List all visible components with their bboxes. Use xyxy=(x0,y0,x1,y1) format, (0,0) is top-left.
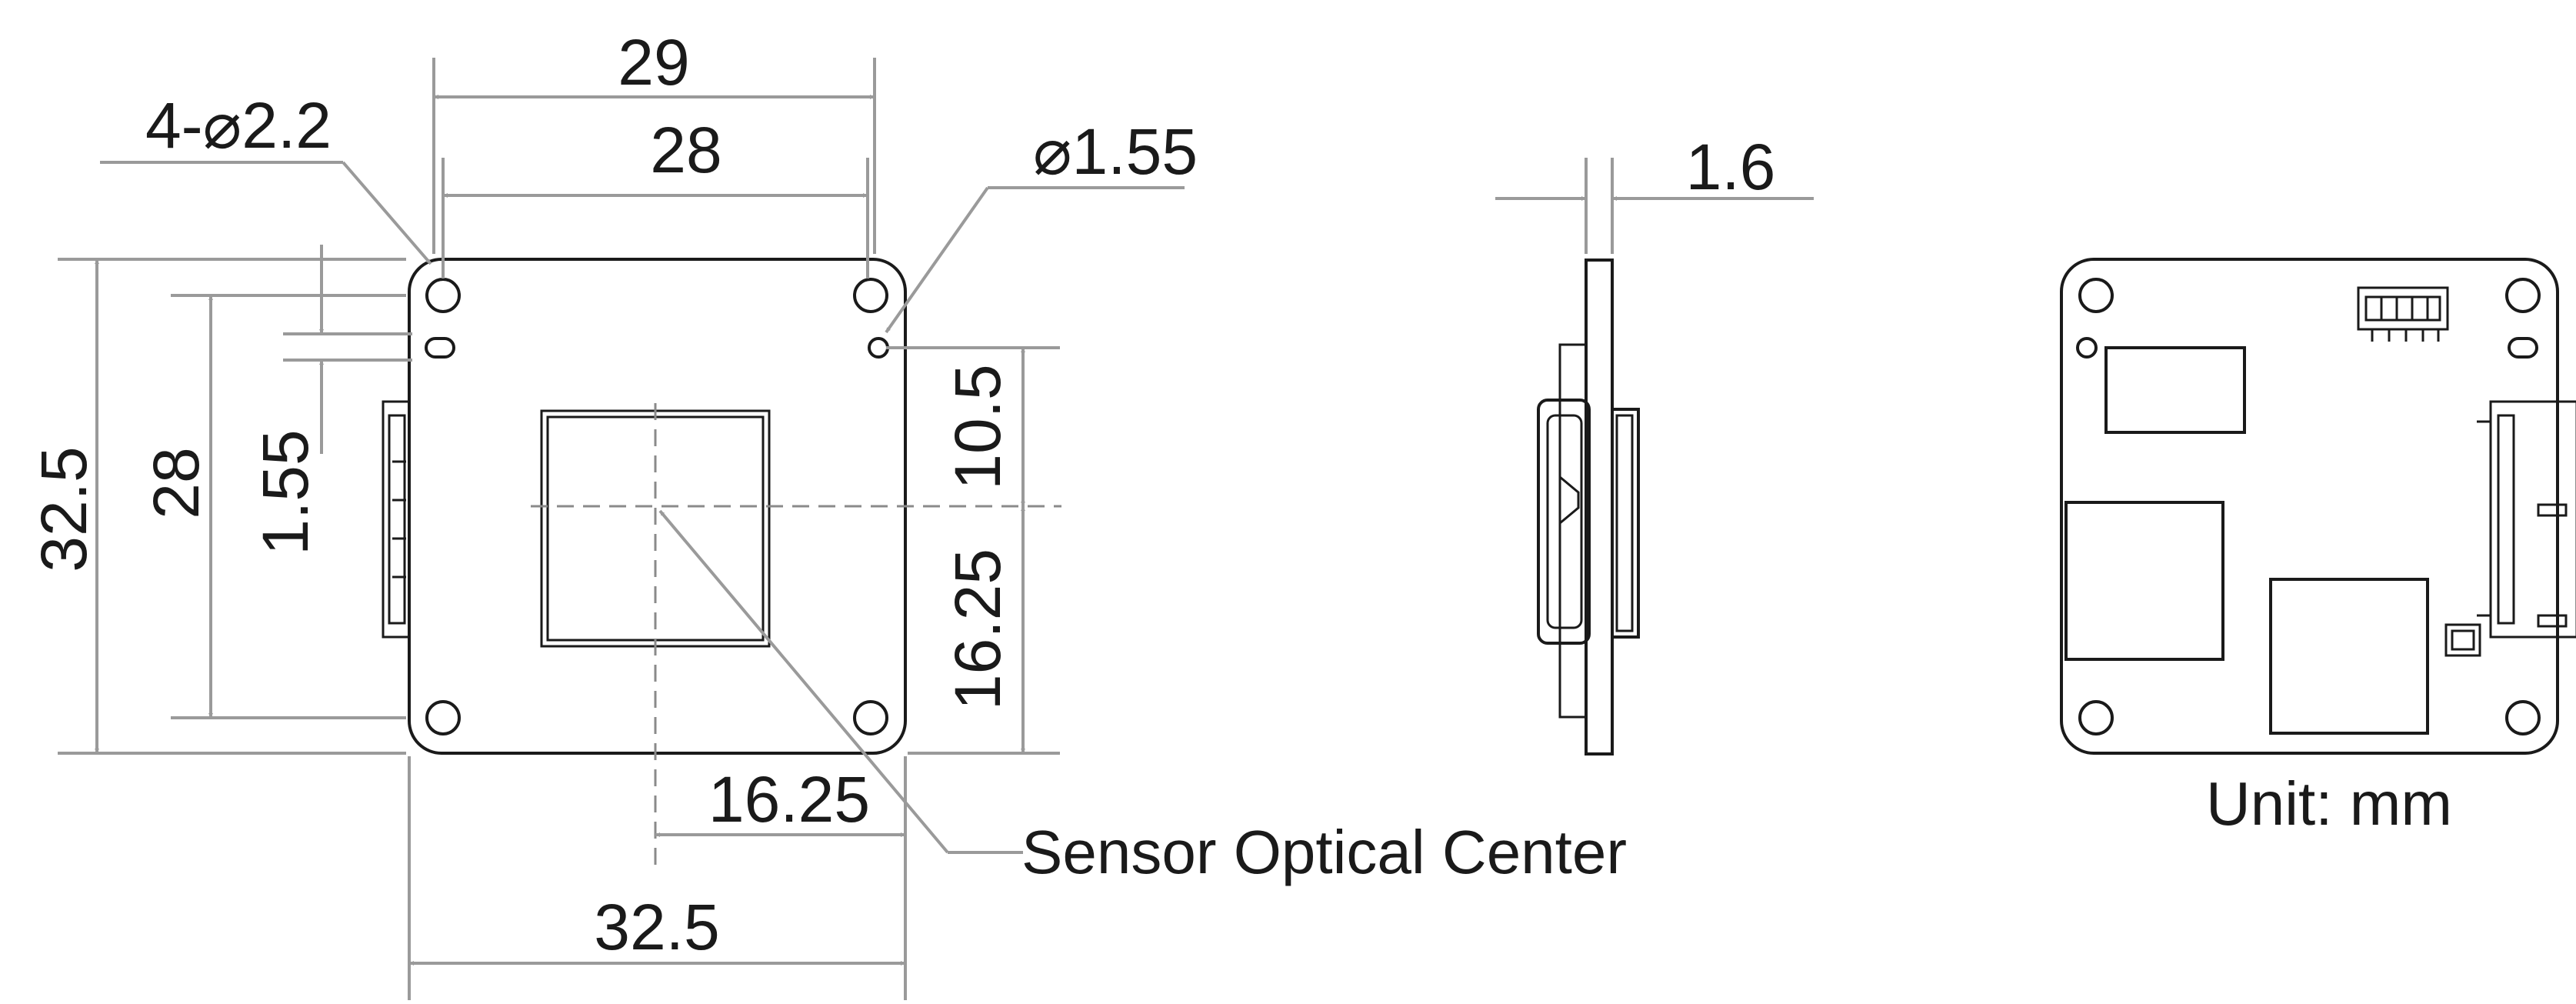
dim-text-29: 29 xyxy=(618,26,689,98)
mount-hole-top-left xyxy=(425,278,461,313)
leader-sensor-optical-center: Sensor Optical Center xyxy=(658,509,1627,886)
side-connector-inner xyxy=(1546,414,1583,629)
dim-text-32-5-vertical: 32.5 xyxy=(28,446,100,572)
mount-hole-bottom-left xyxy=(425,700,461,735)
dim-height-outer: 32.5 xyxy=(28,258,406,755)
dim-text-16-25-horizontal: 16.25 xyxy=(708,763,870,836)
dim-thickness: 1.6 xyxy=(1495,131,1814,254)
dim-top-inner: 28 xyxy=(442,114,869,279)
back-tiny-component-inner xyxy=(2451,629,2475,651)
mount-hole-bottom-right xyxy=(853,700,888,735)
side-component-back xyxy=(1558,343,1588,719)
back-hole-bottom-left xyxy=(2078,700,2114,735)
mount-hole-top-right xyxy=(853,278,888,313)
dim-text-1-6: 1.6 xyxy=(1686,131,1776,203)
back-board-outline xyxy=(2060,258,2559,755)
label-unit: Unit: mm xyxy=(2206,769,2452,838)
side-connector-body xyxy=(1537,399,1591,645)
leader-small-hole: ⌀1.55 xyxy=(885,115,1198,334)
dim-width-outer: 32.5 xyxy=(408,756,905,1000)
back-view: Unit: mm xyxy=(2060,258,2576,838)
dim-optical-lower: 16.25 xyxy=(908,506,1060,755)
back-small-connector xyxy=(2357,286,2449,342)
dim-text-16-25-vertical: 16.25 xyxy=(941,549,1014,710)
back-small-hole xyxy=(2076,337,2098,359)
sensor-inner xyxy=(546,415,765,642)
dim-optical-upper: 10.5 xyxy=(886,346,1060,506)
small-hole-right xyxy=(868,337,889,359)
back-hole-bottom-right xyxy=(2505,700,2541,735)
dim-text-28-top: 28 xyxy=(650,114,721,186)
dim-text-10-5: 10.5 xyxy=(941,364,1014,490)
dim-optical-horizontal: 16.25 xyxy=(655,756,907,1000)
back-chip-left xyxy=(2064,501,2224,661)
back-chip-small xyxy=(2104,346,2246,434)
dim-offset-small: 1.55 xyxy=(249,245,412,555)
dim-text-32-5-horizontal: 32.5 xyxy=(594,891,720,963)
side-connector xyxy=(382,400,411,639)
back-hole-top-left xyxy=(2078,278,2114,313)
dim-text-1-55-vertical: 1.55 xyxy=(249,429,322,555)
dim-text-28-vertical: 28 xyxy=(140,447,212,519)
dim-top-outer: 29 xyxy=(432,26,876,254)
dim-height-inner: 28 xyxy=(140,294,406,719)
side-connector-clip xyxy=(1559,475,1580,525)
side-view xyxy=(1537,259,1640,756)
dim-text-small-hole: ⌀1.55 xyxy=(1033,115,1198,188)
side-lens-inner xyxy=(1615,414,1634,632)
slot-hole-left xyxy=(425,337,455,359)
side-lens-holder xyxy=(1611,408,1640,639)
back-slot-hole xyxy=(2508,337,2538,359)
back-chip-right xyxy=(2269,578,2429,735)
dim-text-mount-holes: 4-⌀2.2 xyxy=(145,89,332,162)
back-hole-top-right xyxy=(2505,278,2541,313)
leader-mount-holes: 4-⌀2.2 xyxy=(100,89,432,265)
front-view xyxy=(382,258,1061,869)
back-tiny-component xyxy=(2444,623,2481,657)
back-side-connector xyxy=(2477,400,2576,639)
label-sensor-optical-center: Sensor Optical Center xyxy=(1021,818,1627,886)
